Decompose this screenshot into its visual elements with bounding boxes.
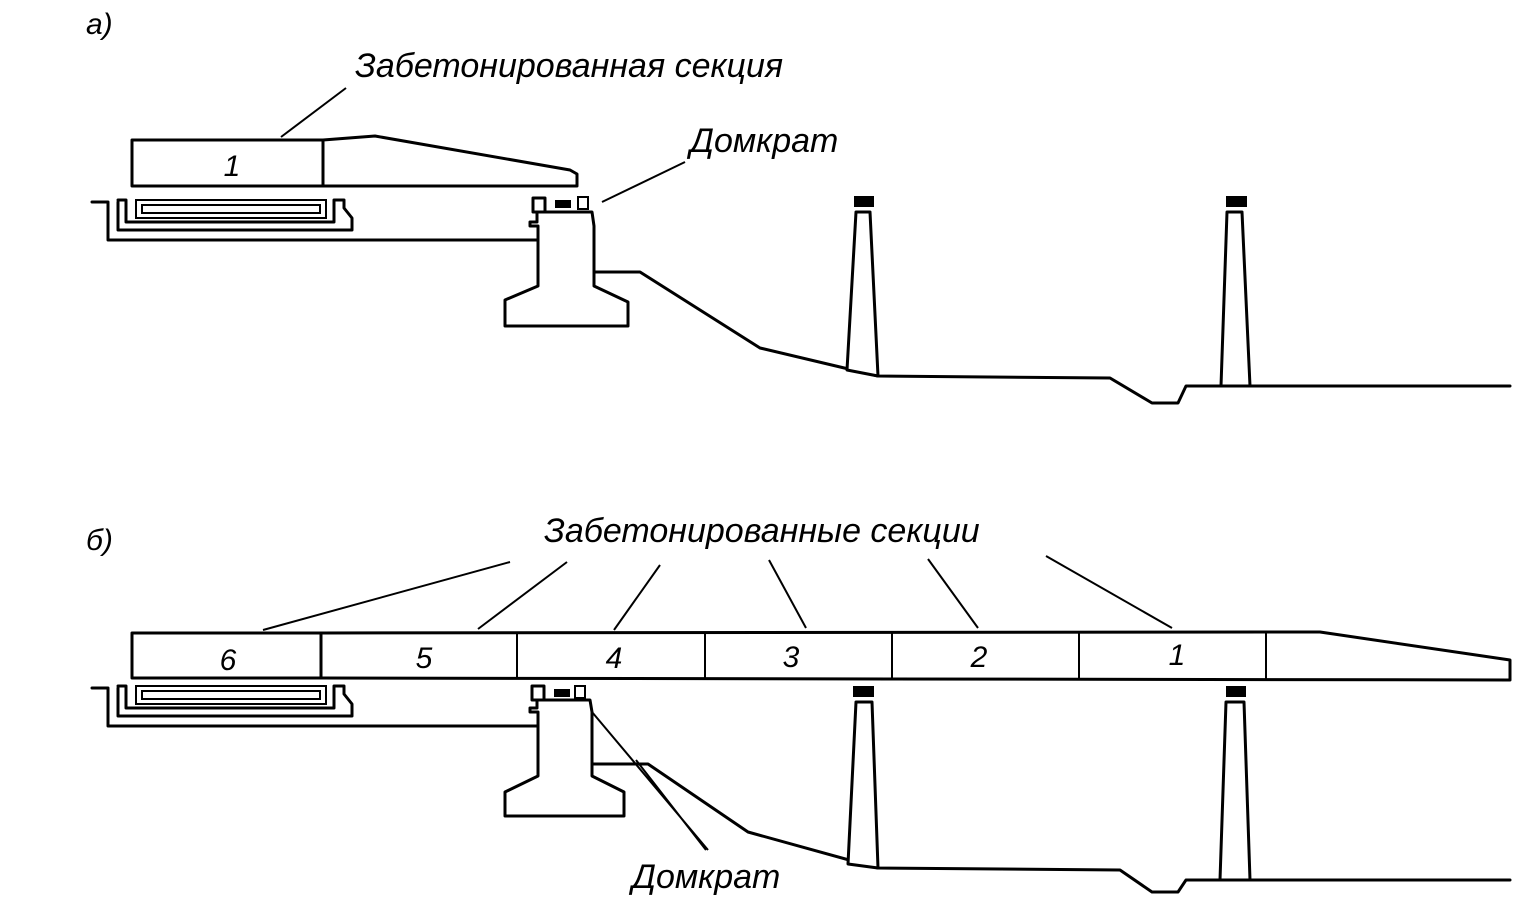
panel-a-section-label: Забетонированная секция <box>355 47 783 85</box>
segment-3-number: 3 <box>783 641 800 674</box>
panel-a-casting-yard <box>90 198 540 242</box>
panel-a-concreted-section: 1 <box>130 134 579 188</box>
panel-b-section-leaders <box>262 555 1173 631</box>
panel-a-letter: а) <box>86 8 113 41</box>
segment-1-number: 1 <box>1169 639 1186 672</box>
panel-b-superstructure: 6 5 4 3 2 1 <box>130 630 1512 682</box>
panel-a-section-leader <box>280 87 347 138</box>
panel-a: а) 1 <box>86 8 1512 405</box>
panel-b-letter: б) <box>86 524 113 557</box>
panel-b-jack-leader <box>591 711 709 851</box>
segment-5-number: 5 <box>416 642 433 675</box>
panel-b-pier-1 <box>846 686 880 870</box>
segment-6-number: 6 <box>220 644 237 677</box>
panel-a-pier-1 <box>845 196 880 378</box>
panel-b: б) 6 5 4 3 2 1 <box>86 512 1512 896</box>
segment-6 <box>130 631 323 680</box>
panel-a-abutment <box>503 196 630 328</box>
panel-a-ground-profile <box>592 270 1512 405</box>
panel-b-abutment <box>503 684 626 818</box>
panel-b-casting-yard <box>90 684 540 728</box>
panel-a-section-number: 1 <box>224 150 241 183</box>
panel-b-sections-label: Забетонированные секции <box>544 512 980 550</box>
panel-b-jack-label: Домкрат <box>628 858 780 896</box>
panel-a-pier-2 <box>1219 196 1252 388</box>
panel-b-pier-2 <box>1218 686 1252 882</box>
segment-2-number: 2 <box>970 641 988 674</box>
panel-b-ground-profile <box>590 762 1512 894</box>
panel-a-jack-leader <box>601 161 686 203</box>
panel-a-jack-label: Домкрат <box>686 122 838 160</box>
segment-4-number: 4 <box>606 642 623 675</box>
